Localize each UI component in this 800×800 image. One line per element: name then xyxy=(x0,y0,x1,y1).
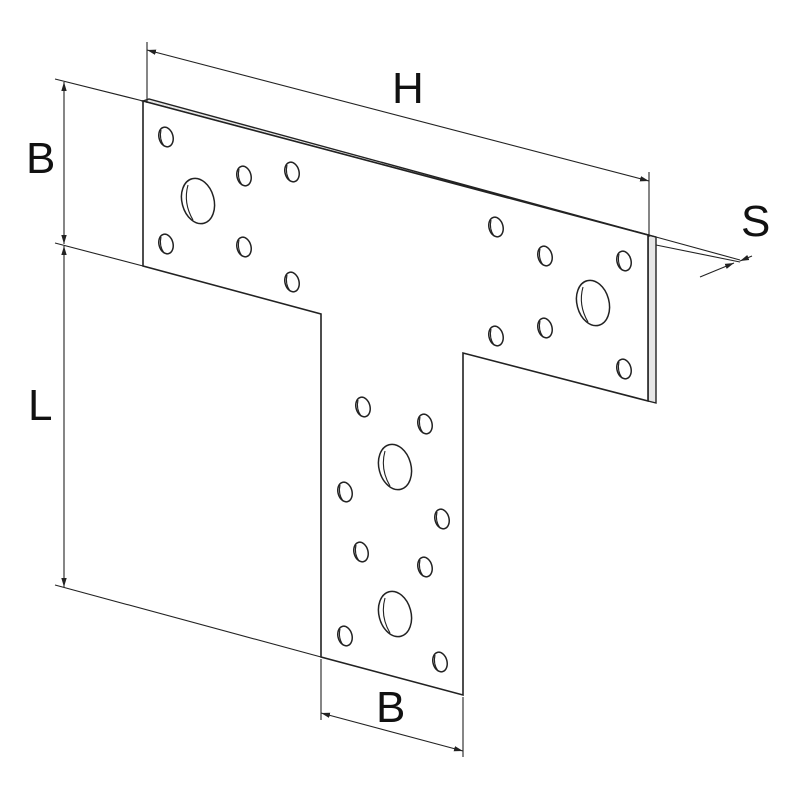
label-s: S xyxy=(741,197,770,246)
hole xyxy=(337,481,353,503)
dimension-b-top xyxy=(54,78,144,267)
plate-thickness-edge xyxy=(647,234,657,404)
dimension-b-bottom xyxy=(320,659,464,757)
label-h: H xyxy=(392,64,424,113)
dimension-h xyxy=(146,42,650,237)
dimension-l xyxy=(54,246,322,658)
t-plate xyxy=(142,99,649,697)
hole xyxy=(488,325,504,347)
hole xyxy=(417,556,433,578)
hole xyxy=(537,317,553,339)
dimension-s xyxy=(655,236,753,278)
hole xyxy=(355,396,371,418)
hole xyxy=(537,245,553,267)
label-l: L xyxy=(28,381,52,430)
large-hole xyxy=(377,443,413,491)
hole xyxy=(158,233,174,255)
hole xyxy=(616,358,632,380)
hole xyxy=(417,413,433,435)
label-b-top: B xyxy=(26,134,55,183)
label-b-bottom: B xyxy=(376,683,405,732)
hole xyxy=(236,236,252,258)
hole xyxy=(488,216,504,238)
large-hole xyxy=(377,590,413,638)
hole xyxy=(616,250,632,272)
hole xyxy=(432,651,448,673)
large-holes xyxy=(180,177,611,638)
hole xyxy=(337,625,353,647)
large-hole xyxy=(575,279,611,327)
hole xyxy=(284,271,300,293)
hole xyxy=(434,508,450,530)
hole xyxy=(353,541,369,563)
